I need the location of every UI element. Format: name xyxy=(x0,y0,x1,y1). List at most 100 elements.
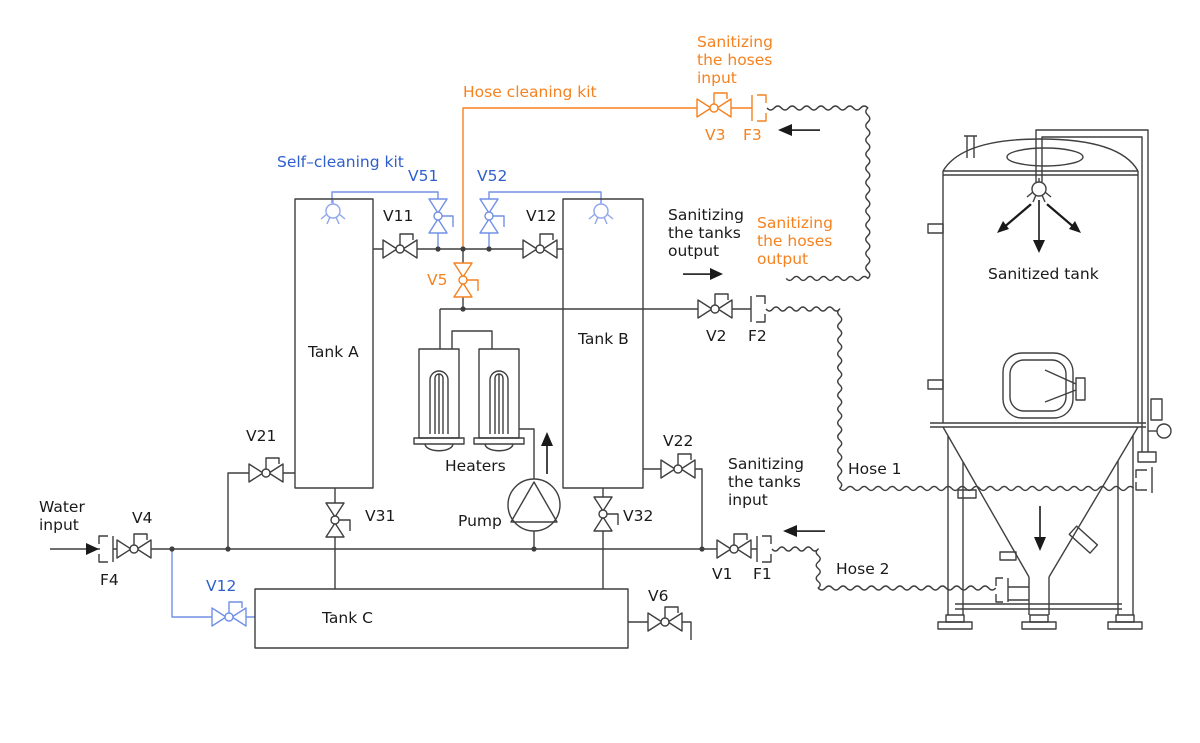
label-v22: V22 xyxy=(663,432,693,450)
pump xyxy=(507,478,561,532)
label-v11: V11 xyxy=(383,207,413,225)
label-v2: V2 xyxy=(706,327,726,345)
label-tank-b: Tank B xyxy=(577,330,629,348)
label-tank-c: Tank C xyxy=(321,609,373,627)
hose-1 xyxy=(765,306,1135,492)
label-v3: V3 xyxy=(705,126,725,144)
label-water-input-1: Water xyxy=(39,498,85,516)
cone-arrow xyxy=(1034,506,1046,551)
label-hose-cleaning-kit: Hose cleaning kit xyxy=(463,83,597,101)
label-sanitizing-tanks-output-2: the tanks xyxy=(668,224,741,242)
label-sanitizing-tanks-output-3: output xyxy=(668,242,719,260)
hose-cleaning-lines xyxy=(462,107,752,249)
tank-vent xyxy=(964,135,977,158)
label-hose-2: Hose 2 xyxy=(836,560,890,578)
valve-v12-blue xyxy=(211,601,247,627)
tank-c xyxy=(254,588,629,649)
heater-2 xyxy=(473,348,525,452)
pump-piping xyxy=(519,428,535,549)
heater-1 xyxy=(413,348,465,452)
label-v12-blue: V12 xyxy=(206,577,236,595)
label-v31: V31 xyxy=(365,507,395,525)
tank-manhole-oval xyxy=(1006,147,1084,167)
tanks-output-arrow xyxy=(683,268,723,280)
tank-bottom-outlet xyxy=(995,577,1029,603)
label-pump: Pump xyxy=(458,512,502,530)
valve-v4 xyxy=(116,533,152,559)
label-v4: V4 xyxy=(132,509,152,527)
label-water-input-2: input xyxy=(39,516,79,534)
label-sanitizing-tanks-input-3: input xyxy=(728,491,768,509)
valve-v3 xyxy=(696,92,732,118)
pipe-junctions xyxy=(169,246,705,552)
valve-v51 xyxy=(428,198,454,234)
label-v1: V1 xyxy=(712,565,732,583)
label-f2: F2 xyxy=(748,327,767,345)
valve-v12-top xyxy=(522,233,558,259)
label-self-cleaning-kit: Self–cleaning kit xyxy=(277,153,404,171)
tanks-input-arrow xyxy=(783,525,825,537)
label-v32: V32 xyxy=(623,507,653,525)
v21-branch-pipe xyxy=(227,472,295,549)
label-f1: F1 xyxy=(753,565,772,583)
valve-v2 xyxy=(697,293,733,319)
spray-ball-tank-b xyxy=(588,199,614,225)
v6-drain-pipe xyxy=(628,621,692,640)
tank-manway xyxy=(1002,352,1086,419)
fitting-f3 xyxy=(751,94,767,122)
label-sanitized-tank: Sanitized tank xyxy=(988,265,1099,283)
tank-dome xyxy=(942,138,1139,172)
valve-v32 xyxy=(593,496,619,532)
label-sanitizing-hoses-output-2: the hoses xyxy=(757,232,832,250)
valve-v5 xyxy=(453,262,479,298)
spray-arrows xyxy=(997,200,1081,253)
self-cleaning-lines xyxy=(171,191,602,618)
tank-inlet-pipe xyxy=(1035,129,1149,452)
label-sanitizing-hoses-output-3: output xyxy=(757,250,808,268)
label-sanitizing-tanks-output-1: Sanitizing xyxy=(668,206,744,224)
fitting-f2 xyxy=(750,295,766,323)
flow-arrows xyxy=(86,124,1081,555)
label-f3: F3 xyxy=(743,126,762,144)
v22-branch-pipe xyxy=(643,468,703,549)
label-heaters: Heaters xyxy=(445,457,506,475)
label-sanitizing-hoses-input-1: Sanitizing xyxy=(697,33,773,51)
label-v52: V52 xyxy=(477,167,507,185)
label-f4: F4 xyxy=(100,571,119,589)
hoses-input-arrow xyxy=(778,124,820,136)
valve-v11 xyxy=(382,233,418,259)
label-sanitizing-tanks-input-2: the tanks xyxy=(728,473,801,491)
pressure-gauge xyxy=(1156,423,1172,439)
label-sanitizing-hoses-input-3: input xyxy=(697,69,737,87)
label-v12-top: V12 xyxy=(526,207,556,225)
tank-a xyxy=(294,198,374,489)
tank-spray-ball xyxy=(1026,177,1052,203)
label-v6: V6 xyxy=(648,587,668,605)
tank-side-fittings xyxy=(1135,398,1172,493)
valve-v21 xyxy=(248,457,284,483)
sanitized-tank xyxy=(927,129,1172,630)
valve-v6 xyxy=(647,606,683,632)
label-tank-a: Tank A xyxy=(307,343,359,361)
label-sanitizing-hoses-output-1: Sanitizing xyxy=(757,214,833,232)
spray-ball-tank-a xyxy=(320,199,346,225)
pump-flow-arrow xyxy=(541,432,553,474)
diagram-labels: Water input V4 F4 V12 V21 Tank A V31 Tan… xyxy=(39,33,1099,627)
water-input-arrow xyxy=(86,543,99,555)
tank-b xyxy=(562,198,644,489)
sanitize-supply-pipe xyxy=(439,249,751,349)
valve-v1 xyxy=(716,533,752,559)
fitting-f1 xyxy=(756,535,772,563)
hose-2 xyxy=(771,546,997,591)
fitting-f4 xyxy=(98,535,114,563)
tank-feet xyxy=(937,614,1143,630)
label-sanitizing-hoses-input-2: the hoses xyxy=(697,51,772,69)
label-hose-1: Hose 1 xyxy=(848,460,902,478)
valve-v52 xyxy=(479,198,505,234)
hose-cleaning-loop xyxy=(766,105,871,282)
label-v5: V5 xyxy=(427,271,447,289)
label-v51: V51 xyxy=(408,167,438,185)
label-sanitizing-tanks-input-1: Sanitizing xyxy=(728,455,804,473)
